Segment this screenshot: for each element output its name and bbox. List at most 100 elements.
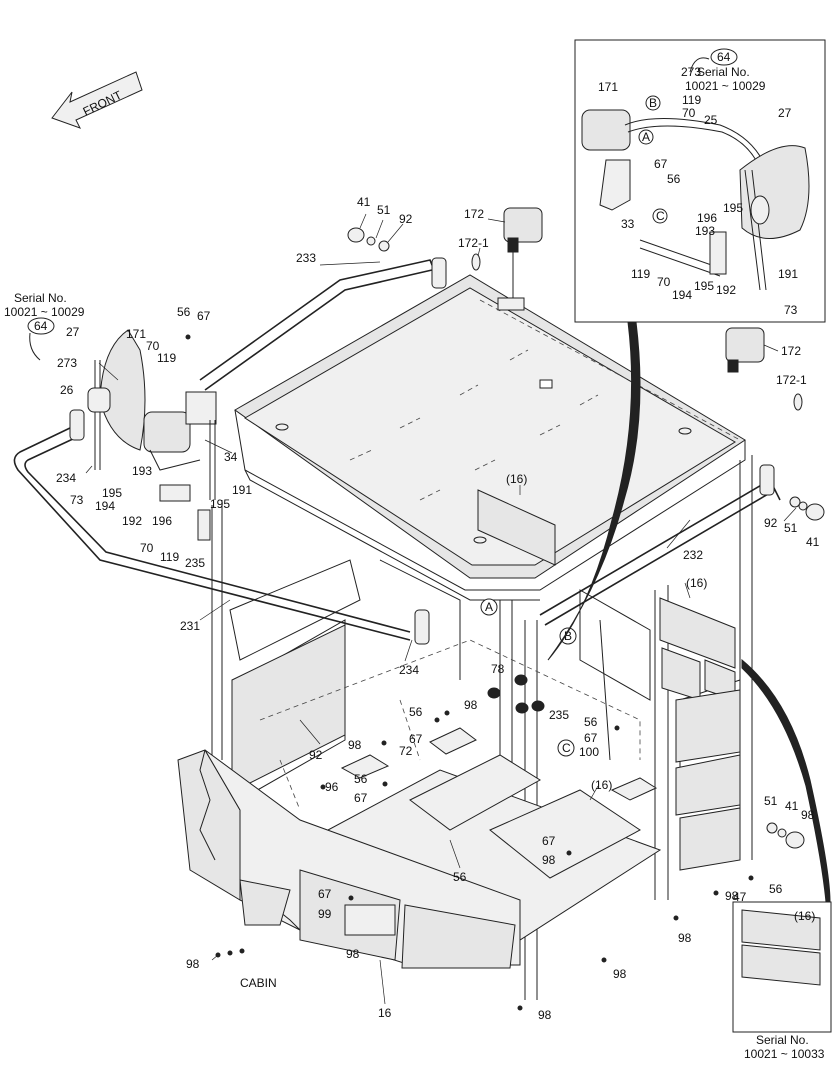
part-label: 232 [683, 548, 703, 562]
part-label: 47 [733, 890, 747, 904]
part-label: 234 [56, 471, 76, 485]
part-label: 98 [725, 889, 739, 903]
part-label: 26 [60, 383, 74, 397]
part-label: 98 [613, 967, 627, 981]
part-label: 98 [678, 931, 692, 945]
cabin-floor [259, 639, 662, 941]
part-label: 98 [348, 738, 362, 752]
inset-top-serial-badge: 64 [717, 50, 731, 64]
inset-bottom-serial-title: Serial No. [756, 1033, 809, 1047]
part-label: 98 [538, 1008, 552, 1022]
detail-marker-c: C [557, 739, 575, 757]
part-label: 67 [318, 887, 332, 901]
part-label: 98 [346, 947, 360, 961]
caption: CABIN [240, 976, 277, 990]
part-label: 67 [354, 791, 368, 805]
svg-text:C: C [562, 741, 571, 755]
part-label: 41 [806, 535, 820, 549]
part-label: 171 [126, 327, 146, 341]
part-label: 56 [354, 772, 368, 786]
part-label: 172-1 [776, 373, 807, 387]
part-label: 191 [232, 483, 252, 497]
part-label: 56 [177, 305, 191, 319]
part-label: 196 [697, 211, 717, 225]
part-label: 192 [122, 514, 142, 528]
part-label: 273 [57, 356, 77, 370]
svg-text:A: A [642, 130, 650, 144]
part-label: 56 [409, 705, 423, 719]
part-label: 51 [784, 521, 798, 535]
left-serial-badge: 64 [34, 319, 48, 333]
part-label: 70 [140, 541, 154, 555]
part-label: 56 [667, 172, 681, 186]
part-label: 67 [584, 731, 598, 745]
left-serial-title: Serial No. [14, 291, 67, 305]
part-label: 119 [631, 267, 650, 281]
left-serial-range: 10021 ~ 10029 [4, 305, 85, 319]
inset-bottom-serial-range: 10021 ~ 10033 [744, 1047, 825, 1061]
inset-top-serial-title: Serial No. [697, 65, 750, 79]
part-label: 196 [152, 514, 172, 528]
inset-bottom-part: (16) [794, 909, 815, 923]
part-label: 92 [309, 748, 323, 762]
part-label: 119 [160, 550, 179, 564]
part-label: 195 [723, 201, 743, 215]
front-lower-panels [177, 749, 521, 969]
knob-set-lower [766, 822, 805, 849]
part-label: 70 [146, 339, 160, 353]
part-label: 235 [185, 556, 205, 570]
part-label: 235 [549, 708, 569, 722]
part-labels: 273 171 119 70 25 27 67 56 33 195 196 19… [56, 65, 820, 1022]
detail-callout-curves [547, 321, 831, 903]
part-label: 193 [695, 224, 715, 238]
part-label: 96 [325, 780, 339, 794]
rubber-mounts [487, 674, 545, 714]
part-label: 33 [621, 217, 635, 231]
part-label: 51 [377, 203, 391, 217]
part-label: 191 [778, 267, 798, 281]
part-label: 172 [781, 344, 801, 358]
svg-text:B: B [649, 96, 657, 110]
knob-set-top [347, 227, 390, 252]
part-label: 56 [584, 715, 598, 729]
work-lamp-top [497, 207, 543, 311]
part-label: 98 [801, 808, 815, 822]
part-label: 34 [224, 450, 238, 464]
work-lamp-right [725, 327, 765, 373]
part-label: 16 [378, 1006, 392, 1020]
part-label: 73 [70, 493, 84, 507]
part-label: 27 [66, 325, 80, 339]
inset-top-right: 64 Serial No. 10021 ~ 10029 B A C [574, 39, 826, 323]
bolts [185, 334, 754, 1011]
part-label: 67 [197, 309, 211, 323]
part-label: 195 [694, 279, 714, 293]
part-label: 25 [704, 113, 718, 127]
detail-marker-b: B [559, 627, 577, 645]
part-label: 195 [102, 486, 122, 500]
part-label: 72 [399, 744, 413, 758]
part-label: 194 [95, 499, 115, 513]
left-mirror-assembly [87, 329, 217, 541]
part-label: (16) [591, 778, 612, 792]
part-label: 41 [357, 195, 371, 209]
detail-marker-a: A [480, 598, 498, 616]
part-label: 78 [491, 662, 505, 676]
svg-text:A: A [485, 600, 493, 614]
svg-text:C: C [656, 209, 665, 223]
knob-set-right [789, 496, 825, 521]
bulb-icon [471, 253, 803, 411]
part-label: 193 [132, 464, 152, 478]
part-label: (16) [506, 472, 527, 486]
part-label: 70 [682, 106, 696, 120]
svg-text:B: B [564, 629, 572, 643]
window-panels [231, 489, 741, 871]
part-label: 56 [453, 870, 467, 884]
inset-top-serial-range: 10021 ~ 10029 [685, 79, 766, 93]
part-label: 119 [682, 93, 701, 107]
part-label: 195 [210, 497, 230, 511]
part-label: 172-1 [458, 236, 489, 250]
part-label: 172 [464, 207, 484, 221]
leader-lines [85, 213, 797, 1005]
part-label: 234 [399, 663, 419, 677]
